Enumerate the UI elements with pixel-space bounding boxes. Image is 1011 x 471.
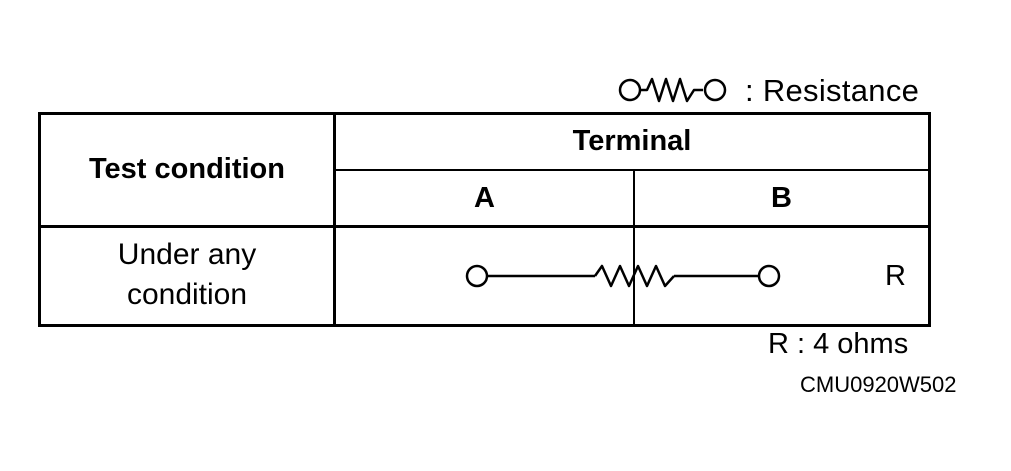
value-cell: R [885, 260, 906, 292]
resistor-symbol-icon [618, 77, 727, 103]
condition-line-2: condition [126, 278, 248, 311]
terminal-a-header: A [474, 182, 495, 214]
legend-label: : Resistance [745, 72, 920, 108]
terminal-header: Terminal [572, 125, 692, 157]
resistance-legend: : Resistance [617, 70, 919, 110]
terminal-b-header: B [771, 182, 792, 214]
figure-id: CMU0920W502 [800, 372, 957, 397]
column-divider [333, 115, 336, 324]
header-row-divider [41, 225, 928, 228]
test-table: Test condition Terminal A B Under any co… [38, 112, 931, 327]
terminal-header-divider [336, 169, 928, 171]
condition-cell: Under any condition [41, 235, 333, 315]
test-condition-header: Test condition [88, 153, 285, 185]
terminal-ab-divider [633, 171, 635, 324]
condition-line-1: Under any [117, 238, 257, 271]
resistor-connection-icon [465, 264, 781, 288]
resistance-note: R : 4 ohms [768, 328, 909, 360]
